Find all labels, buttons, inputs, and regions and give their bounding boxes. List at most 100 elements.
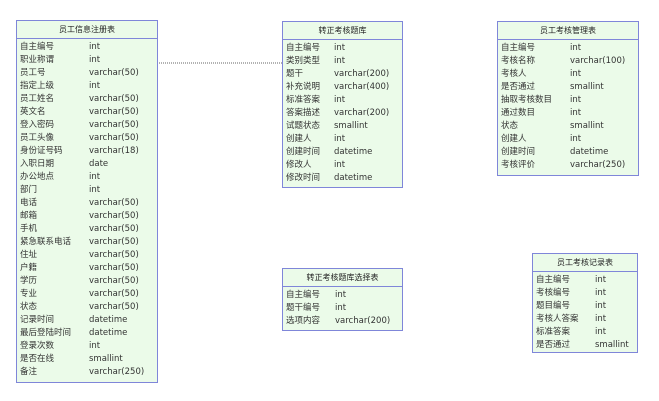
field-type: int: [595, 301, 607, 311]
field-row: 创建人 int: [283, 133, 402, 146]
field-name: 住址: [20, 250, 38, 260]
field-type: int: [570, 134, 582, 144]
field-name: 登录次数: [20, 341, 55, 351]
field-name: 状态: [20, 302, 38, 312]
field-type: varchar(200): [334, 108, 390, 118]
table-title: 员工考核管理表: [498, 22, 638, 40]
field-name: 标准答案: [536, 327, 571, 337]
field-name: 创建时间: [501, 147, 536, 157]
field-name: 标准答案: [286, 95, 321, 105]
field-type: varchar(50): [89, 107, 139, 117]
field-name: 修改时间: [286, 173, 321, 183]
field-type: varchar(50): [89, 68, 139, 78]
field-row: 员工号 varchar(50): [17, 67, 157, 80]
field-type: varchar(50): [89, 289, 139, 299]
field-type: date: [89, 159, 109, 169]
field-type: smallint: [334, 121, 368, 131]
field-name: 考核人: [501, 69, 527, 79]
field-name: 题干: [286, 69, 304, 79]
field-name: 试题状态: [286, 121, 321, 131]
field-row: 题目编号 int: [533, 300, 637, 313]
field-type: int: [89, 55, 101, 65]
field-name: 身份证号码: [20, 146, 63, 156]
field-row: 专业 varchar(50): [17, 288, 157, 301]
table-title: 员工考核记录表: [533, 254, 637, 272]
field-name: 员工头像: [20, 133, 55, 143]
field-type: varchar(18): [89, 146, 139, 156]
field-name: 选项内容: [286, 316, 321, 326]
field-name: 考核人答案: [536, 314, 579, 324]
field-name: 考核评价: [501, 160, 536, 170]
field-name: 员工号: [20, 68, 46, 78]
field-name: 办公地点: [20, 172, 55, 182]
field-type: datetime: [570, 147, 609, 157]
field-type: int: [89, 172, 101, 182]
field-row: 紧急联系电话 varchar(50): [17, 236, 157, 249]
field-type: smallint: [89, 354, 123, 364]
field-type: int: [334, 134, 346, 144]
field-name: 英文名: [20, 107, 46, 117]
field-name: 创建人: [501, 134, 527, 144]
field-name: 电话: [20, 198, 38, 208]
field-row: 标准答案 int: [283, 94, 402, 107]
field-name: 专业: [20, 289, 38, 299]
field-type: varchar(50): [89, 237, 139, 247]
field-type: varchar(50): [89, 250, 139, 260]
field-name: 备注: [20, 367, 38, 377]
field-name: 紧急联系电话: [20, 237, 72, 247]
field-type: int: [89, 81, 101, 91]
field-type: varchar(400): [334, 82, 390, 92]
field-name: 题目编号: [536, 301, 571, 311]
field-name: 修改人: [286, 160, 312, 170]
field-type: varchar(50): [89, 133, 139, 143]
field-type: smallint: [595, 340, 629, 350]
field-type: varchar(50): [89, 198, 139, 208]
field-type: int: [334, 95, 346, 105]
field-type: int: [570, 95, 582, 105]
field-type: datetime: [334, 147, 373, 157]
field-name: 考核编号: [536, 288, 571, 298]
field-type: int: [570, 108, 582, 118]
field-type: varchar(50): [89, 276, 139, 286]
field-type: varchar(200): [335, 316, 391, 326]
field-name: 学历: [20, 276, 38, 286]
field-name: 记录时间: [20, 315, 55, 325]
field-type: int: [334, 43, 346, 53]
field-name: 补充说明: [286, 82, 321, 92]
field-type: int: [570, 69, 582, 79]
field-name: 自主编号: [20, 42, 55, 52]
field-row: 试题状态 smallint: [283, 120, 402, 133]
field-name: 自主编号: [501, 43, 536, 53]
field-name: 创建人: [286, 134, 312, 144]
field-type: int: [89, 185, 101, 195]
field-type: varchar(50): [89, 120, 139, 130]
field-type: int: [335, 290, 347, 300]
field-row: 身份证号码 varchar(18): [17, 145, 157, 158]
